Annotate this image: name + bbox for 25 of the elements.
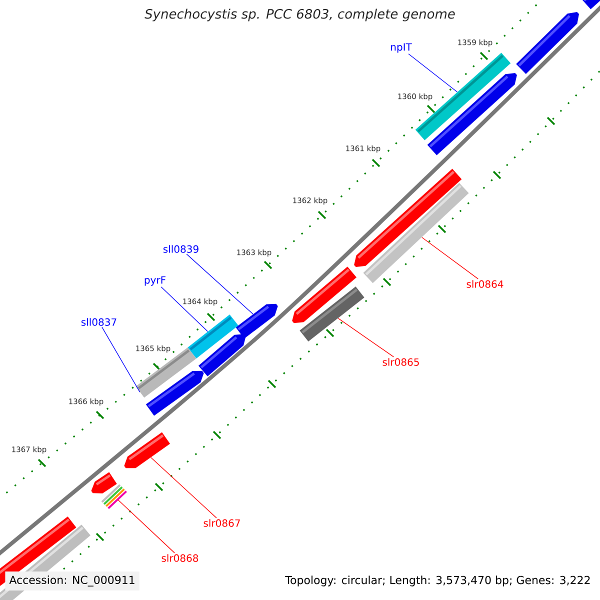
gene-label: slr0864 xyxy=(466,280,504,288)
leader-line xyxy=(118,499,175,554)
gene-bar xyxy=(300,286,364,342)
leader-line xyxy=(338,318,394,358)
gene-label: slr0865 xyxy=(382,358,419,366)
gene-bar xyxy=(415,52,511,140)
gene-label: sll0839 xyxy=(163,245,198,253)
leader-line xyxy=(160,286,208,332)
gene-stripes xyxy=(101,484,127,510)
gene-label: slr0868 xyxy=(162,554,198,562)
gene-feature xyxy=(124,432,170,468)
title: Synechocystis sp. PCC 6803, complete genome xyxy=(144,8,455,22)
leader-line xyxy=(150,457,217,518)
leader-line xyxy=(408,54,458,92)
summary-label: Topology: circular; Length: 3,573,470 bp; Genes: 3,222 xyxy=(285,576,590,586)
accession-label: Accession: NC_000911 xyxy=(5,572,140,590)
gene-label: slr0867 xyxy=(204,519,240,527)
leader-line xyxy=(102,326,140,392)
leader-line xyxy=(422,237,478,280)
gene-label: npIT xyxy=(391,43,412,53)
gene-label: sll0837 xyxy=(81,318,116,326)
gene-feature xyxy=(236,304,278,339)
leader-line xyxy=(186,254,254,314)
gene-label: pyrF xyxy=(144,276,166,286)
gene-bar xyxy=(188,314,238,358)
